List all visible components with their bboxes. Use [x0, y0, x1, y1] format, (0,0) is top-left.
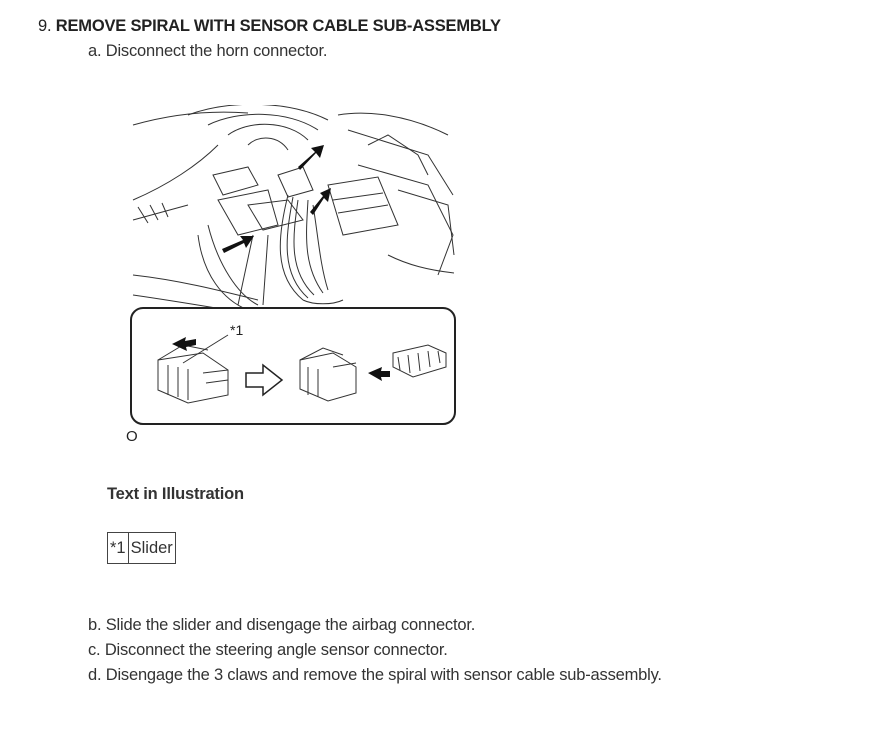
- substep-a: a. Disconnect the horn connector.: [88, 42, 328, 60]
- substep-b: b. Slide the slider and disengage the ai…: [88, 616, 476, 634]
- legend-row: *1 Slider: [107, 532, 176, 564]
- substep-d: d. Disengage the 3 claws and remove the …: [88, 666, 662, 684]
- step-number: 9.: [38, 17, 52, 35]
- legend-key: *1: [107, 532, 129, 564]
- legend-label: Slider: [127, 532, 176, 564]
- substep-c: c. Disconnect the steering angle sensor …: [88, 641, 448, 659]
- legend-title: Text in Illustration: [107, 485, 244, 503]
- figure-callout-1: *1: [230, 322, 243, 338]
- illustration: *1: [130, 105, 456, 425]
- legend-table: *1 Slider: [107, 532, 176, 564]
- step-title: REMOVE SPIRAL WITH SENSOR CABLE SUB-ASSE…: [55, 17, 501, 35]
- step-heading: 9. REMOVE SPIRAL WITH SENSOR CABLE SUB-A…: [38, 17, 501, 36]
- figure-code: O: [126, 428, 138, 445]
